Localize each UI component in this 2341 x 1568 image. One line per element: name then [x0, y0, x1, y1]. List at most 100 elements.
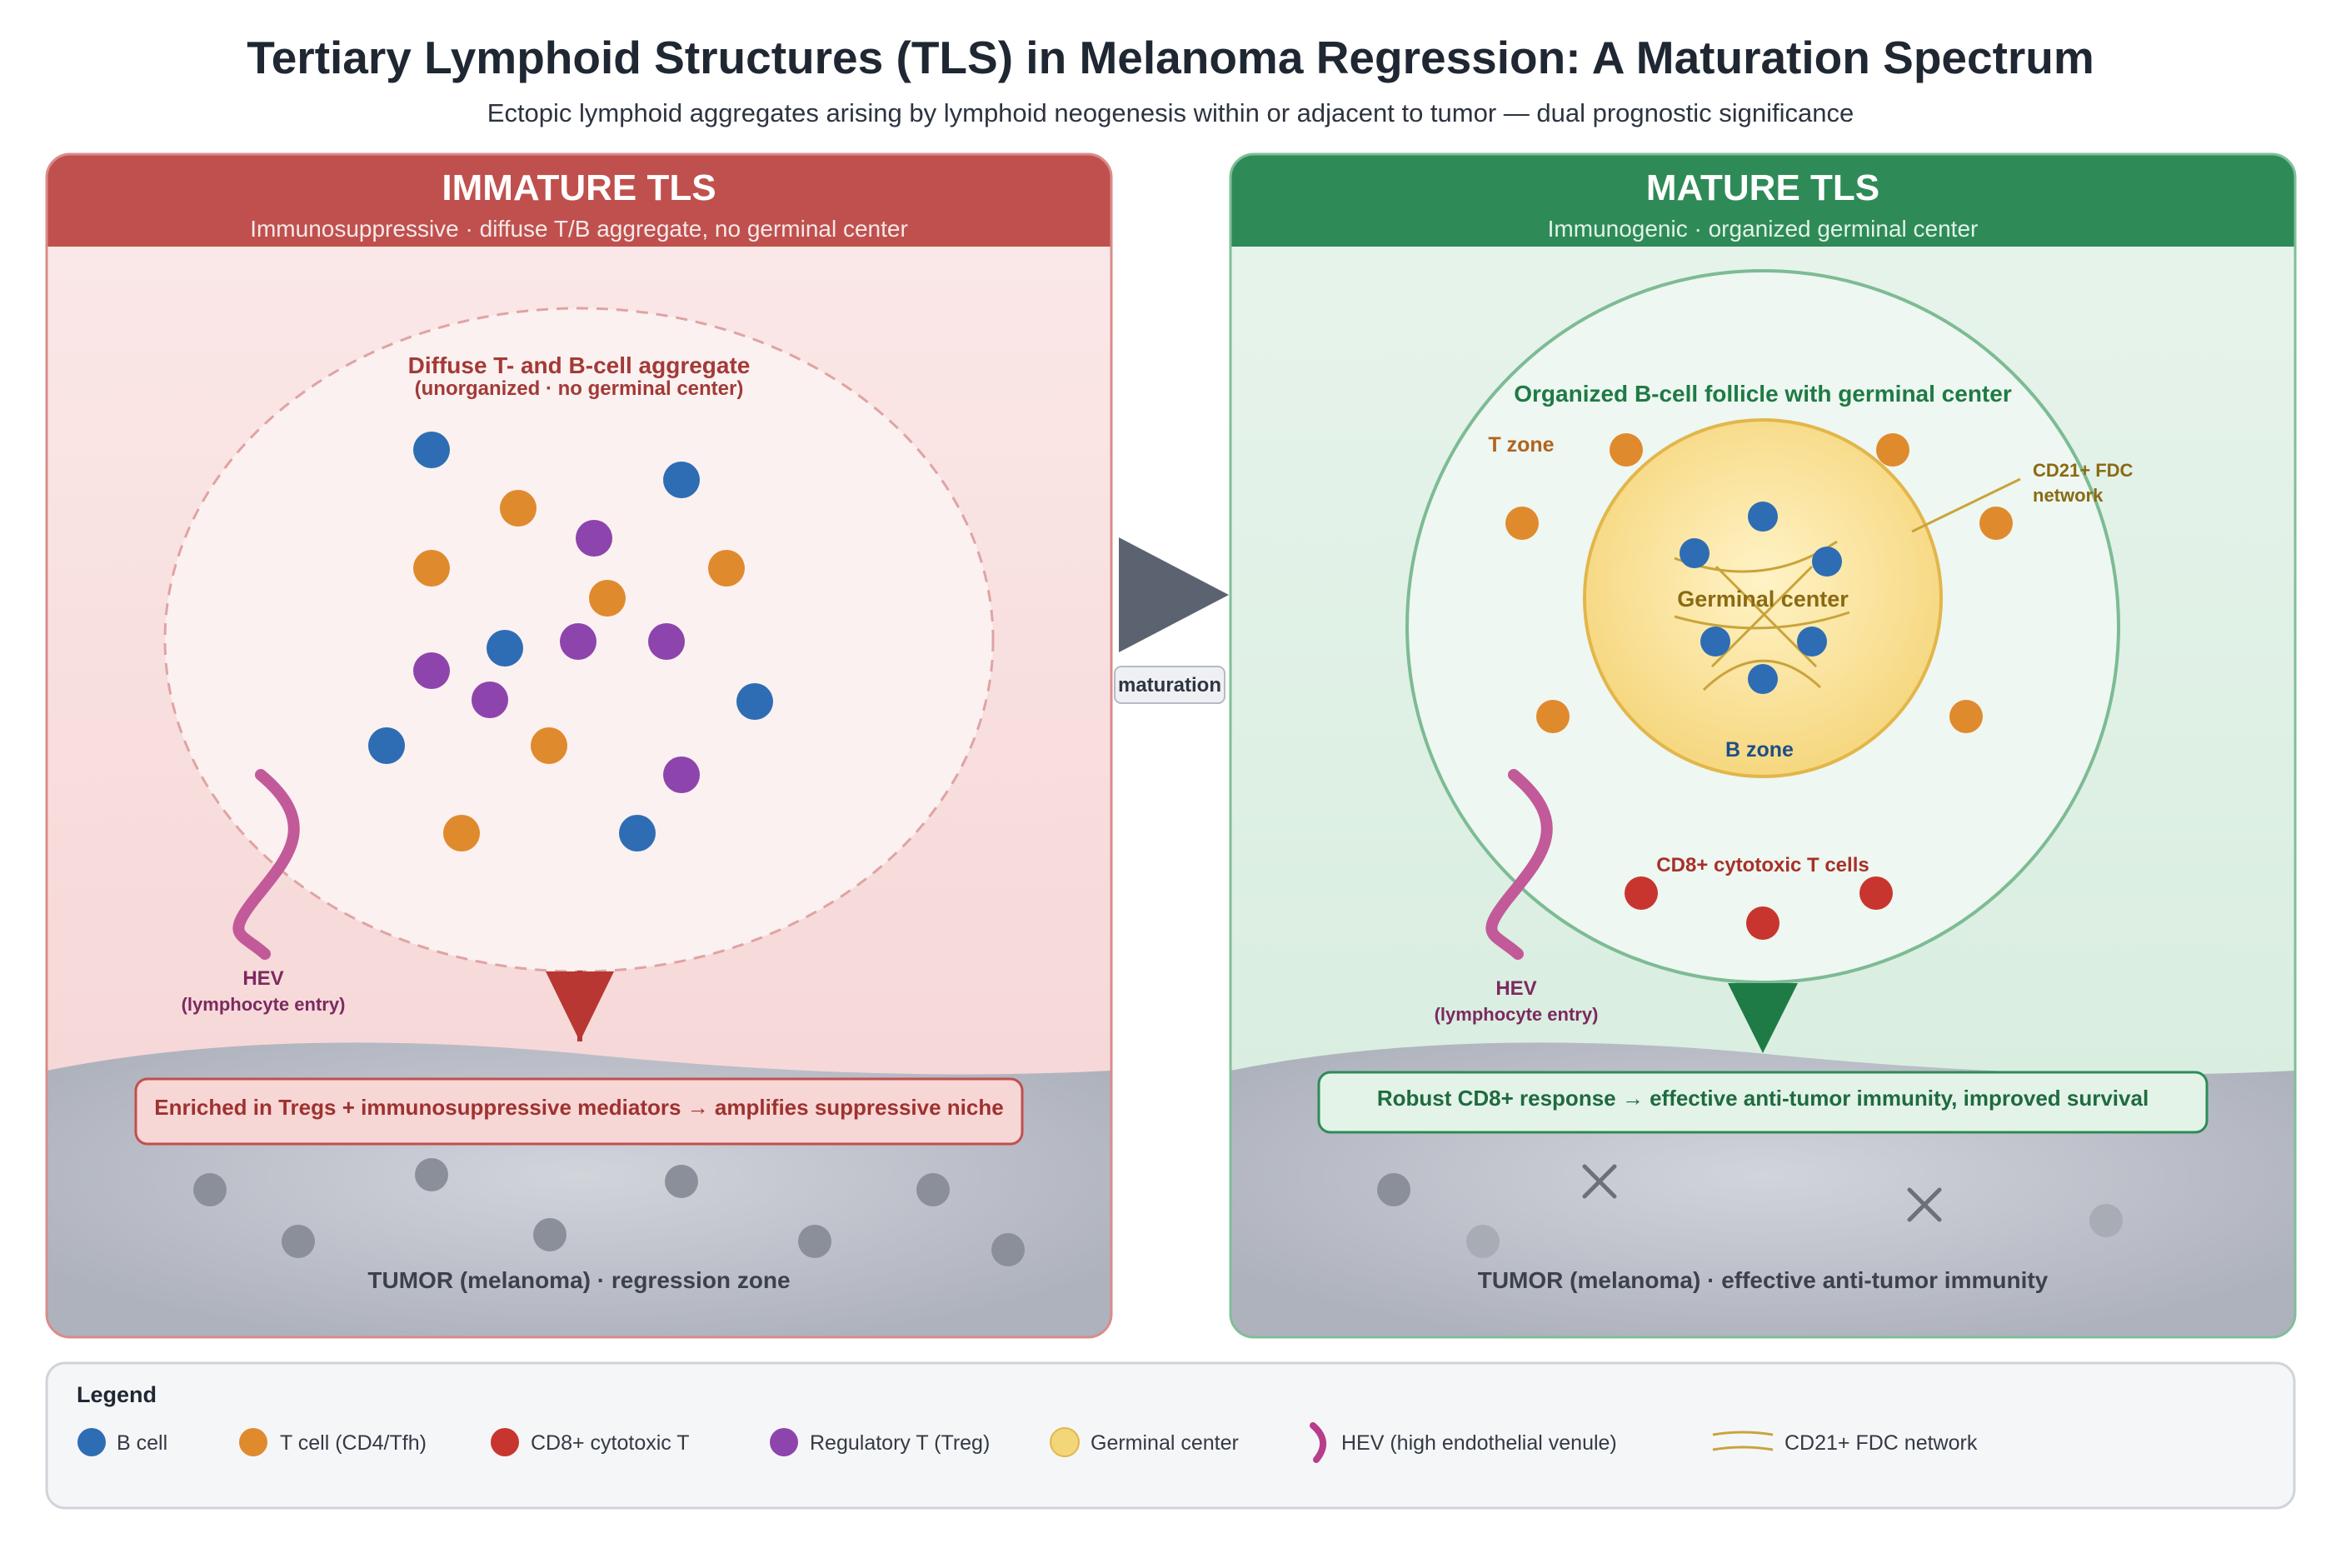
immature-tumor-cell-7: [916, 1173, 950, 1206]
mature-cell-15: [1859, 876, 1893, 910]
immature-tumor-cell-3: [415, 1158, 448, 1191]
b-cell-legend-dot: [77, 1428, 106, 1456]
aggregate-title: Diffuse T- and B-cell aggregate: [408, 352, 751, 378]
mature-cell-6: [1949, 700, 1983, 733]
immature-callout-text: Enriched in Tregs + immunosuppressive me…: [154, 1095, 1003, 1120]
killed-tumor-cells: [1582, 1164, 1942, 1222]
mature-cell-2: [1876, 433, 1909, 467]
legend-box: [45, 1361, 2296, 1510]
legend-title: Legend: [77, 1382, 157, 1407]
immature-cell-11: [531, 727, 567, 764]
immature-tumor-cell-6: [798, 1225, 831, 1258]
legend-label-cd8: CD8+ cytotoxic T: [531, 1431, 690, 1455]
mature-cell-13: [1625, 876, 1658, 910]
immature-tumor-label: TUMOR (melanoma) · regression zone: [367, 1267, 790, 1293]
fdc-network-legend-icon: [1712, 1431, 1774, 1451]
mature-down-arrow: [1728, 983, 1798, 1053]
mature-subtitle: Immunogenic · organized germinal center: [1548, 216, 1979, 242]
immature-panel-border: [45, 152, 1113, 1339]
legend-label-fdc: CD21+ FDC network: [1784, 1431, 1978, 1455]
killed-cell-x-1: [1582, 1164, 1617, 1199]
t-cell-legend-dot: [239, 1428, 267, 1456]
immature-cell-5: [368, 727, 405, 764]
germinal-center-label: Germinal center: [1677, 587, 1849, 612]
maturation-label: maturation: [1118, 674, 1221, 697]
immature-cell-8: [413, 550, 450, 587]
immature-cell-3: [487, 630, 523, 667]
mature-cell-7: [1748, 502, 1778, 532]
mature-hev-label: HEV: [1495, 977, 1536, 1000]
mature-panel-border: [1229, 152, 2297, 1339]
maturation-label-box: [1114, 666, 1225, 704]
immature-hev-sublabel: (lymphocyte entry): [182, 994, 346, 1015]
figure-subtitle: Ectopic lymphoid aggregates arising by l…: [487, 98, 1854, 127]
mature-cell-11: [1797, 627, 1827, 657]
mature-cell-14: [1746, 906, 1779, 940]
immature-title: IMMATURE TLS: [442, 167, 716, 208]
immature-cell-4: [736, 683, 773, 720]
mature-cell-4: [1979, 507, 2013, 540]
immature-cell-13: [576, 520, 612, 557]
immature-cell-2: [663, 462, 700, 498]
immature-cell-7: [500, 490, 537, 527]
immature-cell-9: [589, 580, 626, 617]
maturation-arrow: [1119, 537, 1229, 652]
mature-cell-9: [1812, 547, 1842, 577]
immature-tumor-cell-5: [665, 1165, 698, 1198]
aggregate-subtitle: (unorganized · no germinal center): [415, 377, 744, 400]
germinal-center: [1583, 418, 1943, 778]
mature-hev: [1485, 769, 1553, 960]
immature-hev-label: HEV: [242, 967, 283, 990]
immature-cell-14: [560, 623, 596, 660]
mature-tumor-cells: [1377, 1173, 2123, 1258]
legend-label-b-cell: B cell: [117, 1431, 167, 1455]
immature-cell-6: [619, 815, 656, 851]
mature-cell-1: [1610, 433, 1643, 467]
t-zone-label: T zone: [1488, 433, 1554, 457]
mature-hev-sublabel: (lymphocyte entry): [1435, 1004, 1599, 1025]
legend: Legend B cell T cell (CD4/Tfh) CD8+ cyto…: [45, 1361, 2296, 1510]
legend-label-germinal-center: Germinal center: [1091, 1431, 1239, 1455]
mature-callout-text: Robust CD8+ response → effective anti-tu…: [1377, 1086, 2149, 1111]
mature-callout-box: [1317, 1071, 2209, 1134]
immature-panel: IMMATURE TLS Immunosuppressive · diffuse…: [45, 152, 1113, 1339]
immature-subtitle: Immunosuppressive · diffuse T/B aggregat…: [250, 216, 908, 242]
immature-cell-15: [648, 623, 685, 660]
immature-cell-10: [708, 550, 745, 587]
mature-cell-10: [1700, 627, 1730, 657]
cd8-legend-dot: [491, 1428, 519, 1456]
mature-cells: [1505, 433, 2013, 940]
mature-tumor-label: TUMOR (melanoma) · effective anti-tumor …: [1478, 1267, 2049, 1293]
immature-cell-1: [413, 432, 450, 468]
immature-tumor-cell-2: [282, 1225, 315, 1258]
mature-cell-3: [1505, 507, 1539, 540]
legend-label-treg: Regulatory T (Treg): [810, 1431, 990, 1455]
b-zone-label: B zone: [1725, 738, 1794, 762]
cd8-label: CD8+ cytotoxic T cells: [1656, 854, 1869, 876]
mature-tumor-cell-1: [1377, 1173, 1410, 1206]
immature-cell-17: [472, 682, 508, 718]
figure-title: Tertiary Lymphoid Structures (TLS) in Me…: [247, 32, 2094, 83]
mature-cell-8: [1680, 538, 1710, 568]
mature-cell-5: [1536, 700, 1570, 733]
fdc-label-line2: network: [2033, 485, 2104, 506]
immature-tumor-cell-8: [991, 1233, 1025, 1266]
treg-legend-dot: [770, 1428, 798, 1456]
immature-cell-18: [663, 757, 700, 793]
immature-cells: [368, 432, 773, 851]
hev-legend-icon: [1310, 1422, 1326, 1463]
immature-tumor-cell-1: [193, 1173, 227, 1206]
killed-cell-x-2: [1907, 1187, 1942, 1222]
immature-callout-box: [134, 1077, 1024, 1146]
immature-cell-12: [443, 815, 480, 851]
immature-arrow-stem: [577, 971, 582, 1041]
immature-header-bar: [47, 154, 1111, 247]
mature-panel: MATURE TLS Immunogenic · organized germi…: [1229, 152, 2297, 1339]
maturation-transition: maturation: [1114, 537, 1229, 704]
mature-tumor-cell-3: [2089, 1204, 2123, 1237]
legend-label-hev: HEV (high endothelial venule): [1341, 1431, 1617, 1455]
mature-cell-12: [1748, 664, 1778, 694]
mature-tumor-cell-2: [1466, 1225, 1500, 1258]
mature-title: MATURE TLS: [1646, 167, 1879, 208]
